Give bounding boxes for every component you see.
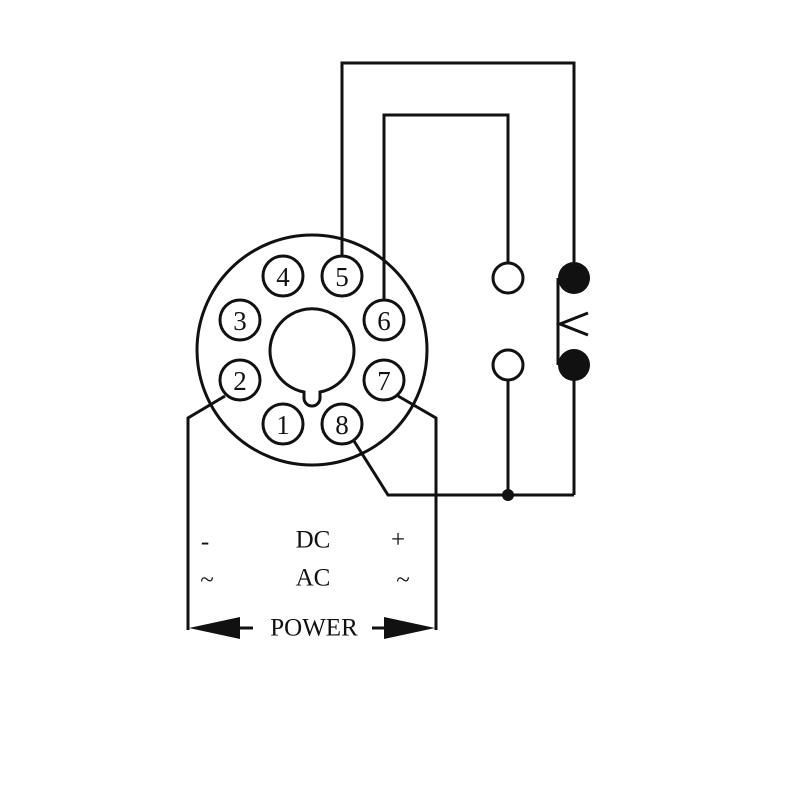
wire-pin5 bbox=[340, 61, 576, 262]
arrow-left-icon bbox=[189, 617, 240, 639]
socket-outline bbox=[195, 233, 429, 467]
label-power: POWER bbox=[270, 615, 358, 642]
pin-4-circle bbox=[261, 254, 305, 298]
pin-4-label: 4 bbox=[276, 262, 290, 292]
socket-key-hole bbox=[268, 307, 356, 408]
coil-triangle bbox=[555, 311, 589, 337]
pin-8-label: 8 bbox=[335, 410, 349, 440]
pin-8-circle bbox=[320, 402, 364, 446]
junction-dot bbox=[502, 489, 514, 501]
pin-7-label: 7 bbox=[377, 366, 391, 396]
coil-terminal-lower bbox=[558, 349, 590, 381]
contact-open-lower bbox=[491, 348, 525, 382]
pin-3-circle bbox=[218, 298, 262, 342]
wire-pin8 bbox=[352, 440, 574, 497]
wire-pin2 bbox=[186, 394, 226, 630]
pin-2-label: 2 bbox=[233, 366, 247, 396]
pin-3-label: 3 bbox=[233, 306, 247, 336]
arrow-right-icon bbox=[384, 617, 435, 639]
pin-1-label: 1 bbox=[276, 410, 290, 440]
label-ac: AC bbox=[296, 565, 331, 592]
pin-7-circle bbox=[362, 358, 406, 402]
contact-open-upper bbox=[491, 261, 525, 295]
wire-pin6 bbox=[382, 113, 510, 300]
coil-terminal-upper bbox=[558, 262, 590, 294]
pin-5-label: 5 bbox=[335, 262, 349, 292]
label-plus: + bbox=[391, 527, 405, 554]
pin-5-circle bbox=[320, 254, 364, 298]
pin-2-circle bbox=[218, 358, 262, 402]
label-tilde-left: ~ bbox=[200, 567, 214, 594]
wire-pin7 bbox=[397, 394, 438, 630]
label-tilde-right: ~ bbox=[396, 567, 410, 594]
label-dc: DC bbox=[296, 527, 331, 554]
pin-6-label: 6 bbox=[377, 306, 391, 336]
pin-1-circle bbox=[261, 402, 305, 446]
pin-6-circle bbox=[362, 298, 406, 342]
label-minus: - bbox=[201, 529, 209, 556]
